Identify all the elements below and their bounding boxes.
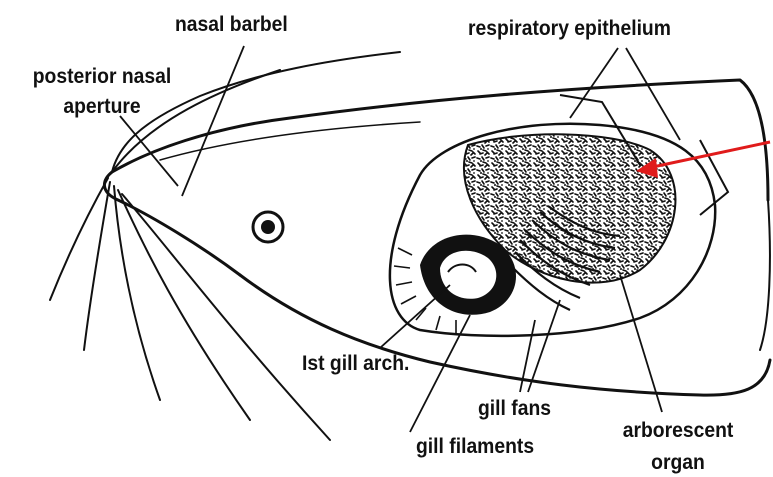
rear-edge bbox=[760, 200, 770, 350]
leader-epithelium-2 bbox=[626, 48, 680, 140]
label-nasal-barbel: nasal barbel bbox=[175, 14, 288, 35]
snout bbox=[104, 172, 240, 275]
leader-posterior-nasal bbox=[120, 116, 178, 186]
leader-epithelium-1 bbox=[570, 48, 618, 118]
gill-chamber bbox=[390, 95, 728, 336]
label-gill-fans: gill fans bbox=[478, 398, 551, 419]
eye bbox=[253, 212, 283, 242]
label-respiratory-epithelium: respiratory epithelium bbox=[468, 18, 671, 39]
label-posterior-nasal-line2: aperture bbox=[10, 96, 194, 117]
label-posterior-nasal-line1: posterior nasal bbox=[10, 66, 194, 87]
label-arborescent-line2: organ bbox=[604, 452, 751, 473]
label-first-gill-arch: Ist gill arch. bbox=[302, 353, 409, 374]
label-gill-filaments: gill filaments bbox=[416, 436, 534, 457]
label-arborescent-line1: arborescent bbox=[604, 420, 751, 441]
